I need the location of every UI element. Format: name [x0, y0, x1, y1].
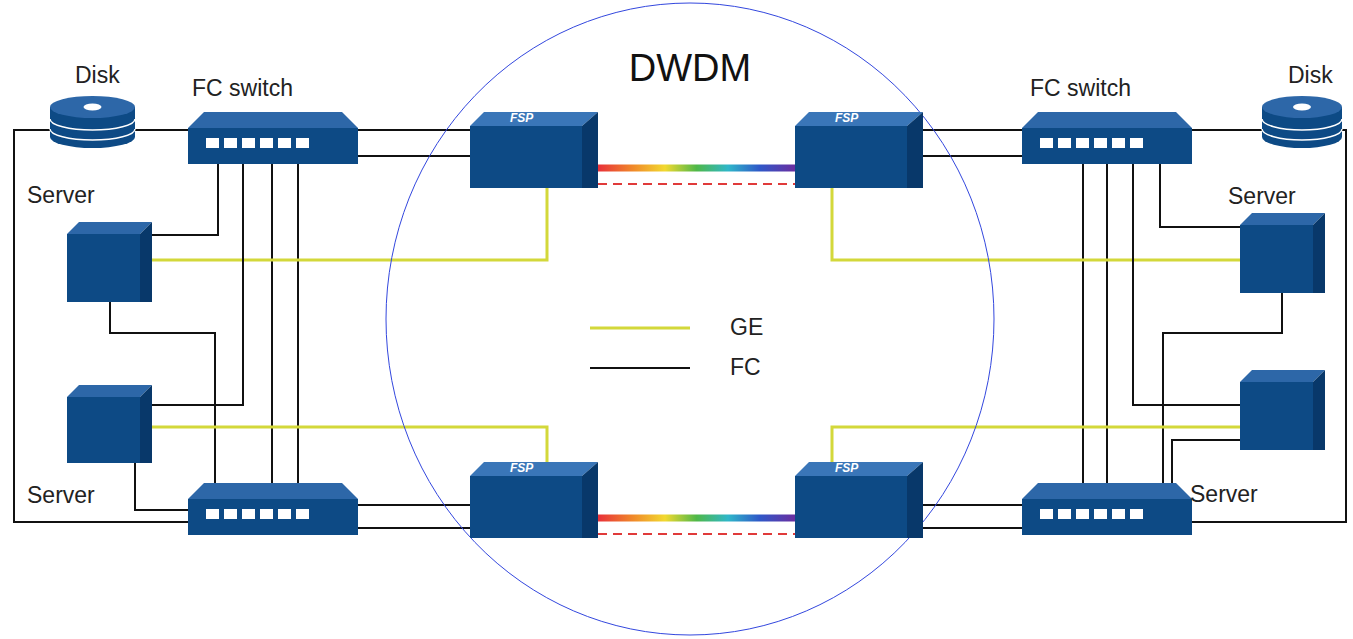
node-label: Server: [1190, 481, 1258, 507]
fc-link: [923, 129, 1022, 131]
fc-wire: [358, 504, 470, 506]
disk-storage: Disk: [50, 95, 135, 150]
ge-link: [832, 188, 1240, 260]
fsp-unit-shape: [470, 462, 598, 538]
server-shape: [67, 222, 152, 302]
fsp-unit-shape: [795, 112, 923, 188]
fc-link: [358, 129, 470, 131]
switch-icon: [188, 483, 358, 535]
fc-wire: [297, 164, 299, 483]
dwdm-region: DWDM FSP FSP FSP FSP: [385, 2, 995, 636]
dwdm-region-shape: [385, 2, 995, 636]
fc-link: [1133, 164, 1240, 405]
legend-item: FC: [588, 353, 788, 383]
fsp-unit: FSP: [470, 462, 598, 538]
legend-text: FC: [730, 354, 761, 380]
fc-wire: [923, 527, 1022, 529]
fc-link: [152, 164, 218, 235]
ge-link: [832, 427, 1240, 462]
node-label: Server: [27, 182, 95, 208]
fc-switch-shape: [1022, 112, 1192, 164]
dwdm-fiber: [598, 183, 795, 185]
fc-wire: [1106, 164, 1108, 483]
fc-link: [135, 129, 188, 131]
fc-switch: FC switch: [1022, 112, 1192, 164]
server: Server: [1240, 213, 1325, 293]
fsp-unit: FSP: [795, 112, 923, 188]
fc-wire: [14, 130, 188, 522]
server: Server: [67, 222, 152, 302]
disk-storage-shape: [50, 95, 135, 150]
ge-link: [152, 188, 547, 260]
device-label: FSP: [510, 111, 533, 126]
switch-icon: [1022, 483, 1192, 535]
server: Server: [1240, 370, 1325, 450]
fc-wire: [923, 504, 1022, 506]
dwdm-fiber: [598, 165, 795, 172]
fc-wire: [1172, 440, 1240, 483]
fc-link: [358, 155, 470, 157]
fsp-unit-shape: [795, 462, 923, 538]
server-shape: [1240, 213, 1325, 293]
dwdm-fiber: [598, 533, 795, 535]
node-label: Server: [1228, 183, 1296, 209]
fc-wire: [271, 164, 273, 483]
legend-line-sample: [588, 313, 692, 343]
node-label: Server: [27, 482, 95, 508]
node-label: FC switch: [1030, 75, 1131, 101]
disk-storage: Disk: [1262, 95, 1342, 150]
ge-link: [152, 427, 547, 462]
device-label: FSP: [835, 461, 858, 476]
fsp-unit: FSP: [795, 462, 923, 538]
fc-wire: [1192, 130, 1346, 522]
legend-line-sample: [588, 353, 692, 383]
device-label: FSP: [835, 111, 858, 126]
fsp-unit: FSP: [470, 112, 598, 188]
server: Server: [67, 385, 152, 463]
dwdm-fiber: [598, 515, 795, 522]
device-label: FSP: [510, 461, 533, 476]
node-label: FC switch: [192, 75, 293, 101]
fc-wire: [135, 463, 188, 510]
server-shape: [1240, 370, 1325, 450]
fc-link: [923, 155, 1022, 157]
fc-switch-shape: [188, 112, 358, 164]
disk-storage-shape: [1262, 95, 1342, 150]
fsp-unit-shape: [470, 112, 598, 188]
legend-text: GE: [730, 314, 763, 340]
fc-switch: FC switch: [188, 112, 358, 164]
fc-link: [1192, 129, 1262, 131]
fc-link: [152, 164, 243, 405]
region-title: DWDM: [385, 46, 995, 90]
server-shape: [67, 385, 152, 463]
legend-item: GE: [588, 313, 788, 343]
node-label: Disk: [75, 62, 120, 88]
fc-wires: [14, 130, 1346, 528]
node-label: Disk: [1288, 62, 1333, 88]
fc-wire: [1082, 164, 1084, 483]
fc-wire: [358, 527, 470, 529]
